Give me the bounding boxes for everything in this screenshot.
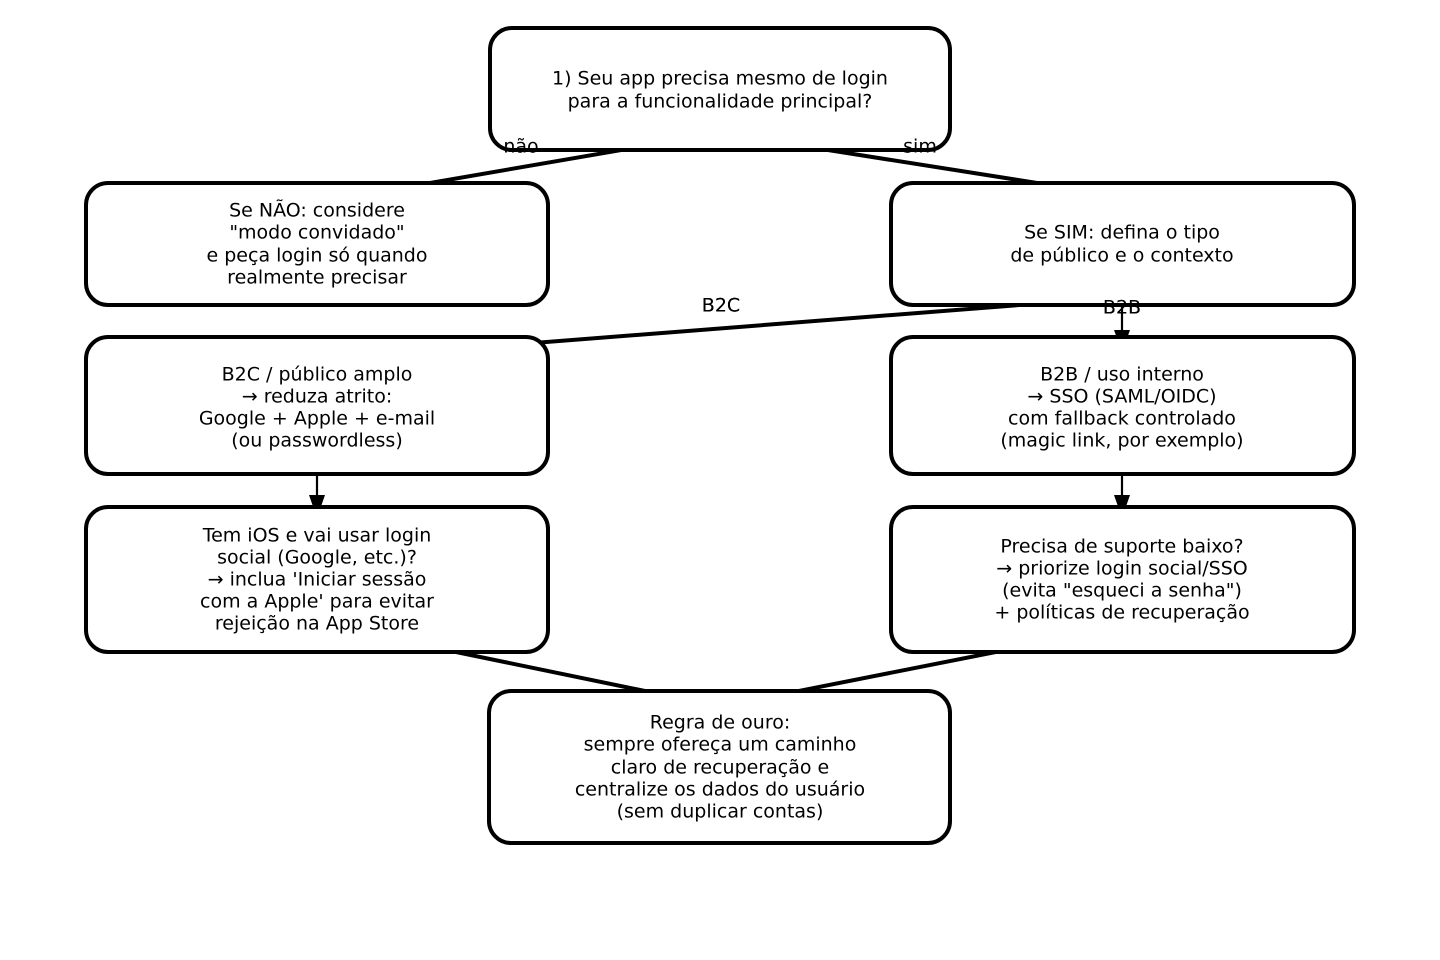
node-suporte-baixo-box[interactable] xyxy=(889,505,1356,654)
node-ios-login-social-box[interactable] xyxy=(84,505,550,654)
node-b2b-uso-interno[interactable]: B2B / uso interno → SSO (SAML/OIDC) com … xyxy=(889,335,1356,476)
node-se-nao-line-1: "modo convidado" xyxy=(229,222,404,244)
node-ouro-line-3: centralize os dados do usuário xyxy=(575,779,865,801)
edge-label-b2c: B2C xyxy=(702,295,740,317)
node-ouro-line-2: claro de recuperação e xyxy=(611,757,829,779)
node-b2b-uso-interno-box[interactable] xyxy=(889,335,1356,476)
node-se-nao-line-2: e peça login só quando xyxy=(207,245,428,267)
node-question-login-line-1: para a funcionalidade principal? xyxy=(568,91,873,113)
edge-label-b2c-overlay: B2C xyxy=(702,295,740,317)
node-se-nao-box[interactable] xyxy=(84,181,550,307)
node-b2b-line-2: com fallback controlado xyxy=(1008,408,1236,430)
node-ios-login-social[interactable]: Tem iOS e vai usar login social (Google,… xyxy=(84,505,550,654)
node-b2b-line-3: (magic link, por exemplo) xyxy=(1000,430,1243,452)
node-ios-line-1: social (Google, etc.)? xyxy=(217,547,417,569)
node-question-login-line-0: 1) Seu app precisa mesmo de login xyxy=(552,68,888,90)
node-suporte-line-2: (evita "esqueci a senha") xyxy=(1002,580,1242,602)
edge-label-nao-overlay: não xyxy=(503,136,538,158)
node-ios-line-2: → inclua 'Iniciar sessão xyxy=(208,569,427,591)
node-ouro-line-0: Regra de ouro: xyxy=(650,712,790,734)
node-se-nao-line-0: Se NÃO: considere xyxy=(229,199,405,222)
node-ouro-line-4: (sem duplicar contas) xyxy=(617,801,824,823)
node-ios-line-3: com a Apple' para evitar xyxy=(200,591,434,613)
node-ios-line-4: rejeição na App Store xyxy=(215,613,419,635)
node-ouro-line-1: sempre ofereça um caminho xyxy=(584,734,857,756)
node-se-nao-line-3: realmente precisar xyxy=(227,267,407,289)
node-question-login-box[interactable] xyxy=(488,26,952,152)
node-suporte-baixo[interactable]: Precisa de suporte baixo? → priorize log… xyxy=(889,505,1356,654)
edge-label-b2b-overlay: B2B xyxy=(1103,297,1141,319)
node-b2c-line-0: B2C / público amplo xyxy=(222,364,413,386)
node-se-sim-box[interactable] xyxy=(889,181,1356,307)
node-se-sim-line-0: Se SIM: defina o tipo xyxy=(1024,222,1220,244)
node-suporte-line-1: → priorize login social/SSO xyxy=(996,558,1248,580)
node-suporte-line-3: + políticas de recuperação xyxy=(994,602,1249,624)
node-regra-de-ouro[interactable]: Regra de ouro: sempre ofereça um caminho… xyxy=(487,689,952,845)
node-b2b-line-0: B2B / uso interno xyxy=(1040,364,1204,386)
node-b2c-publico-amplo-box[interactable] xyxy=(84,335,550,476)
node-se-nao[interactable]: Se NÃO: considere "modo convidado" e peç… xyxy=(84,181,550,307)
node-se-sim-line-1: de público e o contexto xyxy=(1010,245,1233,267)
node-b2c-publico-amplo[interactable]: B2C / público amplo → reduza atrito: Goo… xyxy=(84,335,550,476)
node-ios-line-0: Tem iOS e vai usar login xyxy=(202,525,432,547)
edge-label-sim-overlay: sim xyxy=(903,136,937,158)
node-se-sim[interactable]: Se SIM: defina o tipo de público e o con… xyxy=(889,181,1356,307)
node-regra-de-ouro-box[interactable] xyxy=(487,689,952,845)
edge-labels-overlay: não sim B2C B2B xyxy=(503,136,1141,319)
node-b2b-line-1: → SSO (SAML/OIDC) xyxy=(1027,386,1216,408)
node-question-login[interactable]: 1) Seu app precisa mesmo de login para a… xyxy=(488,26,952,152)
node-b2c-line-3: (ou passwordless) xyxy=(231,430,403,452)
node-b2c-line-1: → reduza atrito: xyxy=(242,386,392,408)
node-suporte-line-0: Precisa de suporte baixo? xyxy=(1000,536,1243,558)
node-b2c-line-2: Google + Apple + e-mail xyxy=(199,408,435,430)
